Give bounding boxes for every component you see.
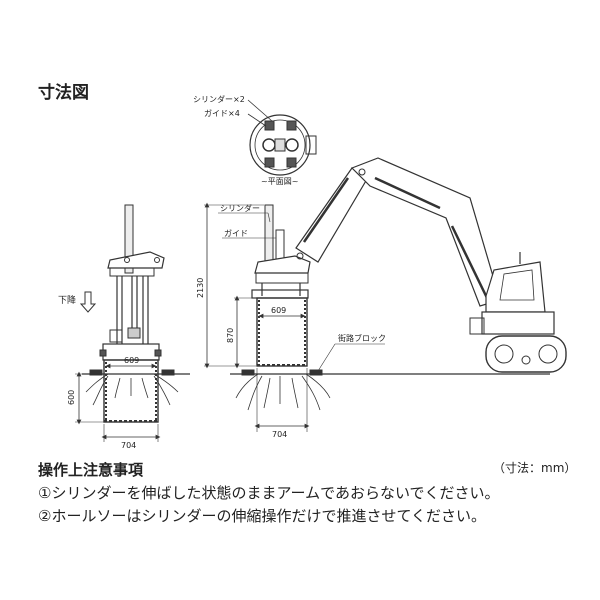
left-inner-dim: 609 bbox=[124, 356, 139, 365]
cylinder-callout: シリンダー bbox=[220, 203, 260, 213]
plan-caption: ~平面図~ bbox=[261, 177, 298, 186]
curb-callout: 街路ブロック bbox=[338, 333, 386, 343]
down-label: 下降 bbox=[58, 294, 76, 306]
total-height-dim: 2130 bbox=[196, 278, 205, 298]
page-title: 寸法図 bbox=[38, 83, 89, 103]
notes-heading: 操作上注意事項 bbox=[38, 461, 144, 479]
body-height-dim: 870 bbox=[226, 328, 235, 343]
right-side-view bbox=[204, 157, 567, 432]
guide-callout: ガイド bbox=[224, 228, 248, 238]
plan-view bbox=[247, 99, 317, 176]
left-depth-dim: 600 bbox=[67, 390, 76, 405]
left-width-dim: 704 bbox=[121, 441, 136, 450]
unit-note: （寸法：mm） bbox=[493, 461, 577, 475]
left-side-view bbox=[75, 204, 190, 442]
plan-guide-label: ガイド×4 bbox=[204, 108, 240, 118]
right-inner-dim: 609 bbox=[271, 306, 286, 315]
plan-cylinder-label: シリンダー×2 bbox=[193, 94, 245, 104]
right-width-dim: 704 bbox=[272, 430, 287, 439]
note-item: ②ホールソーはシリンダーの伸縮操作だけで推進させてください。 bbox=[38, 507, 487, 525]
note-item: ①シリンダーを伸ばした状態のままアームであおらないでください。 bbox=[38, 484, 500, 502]
